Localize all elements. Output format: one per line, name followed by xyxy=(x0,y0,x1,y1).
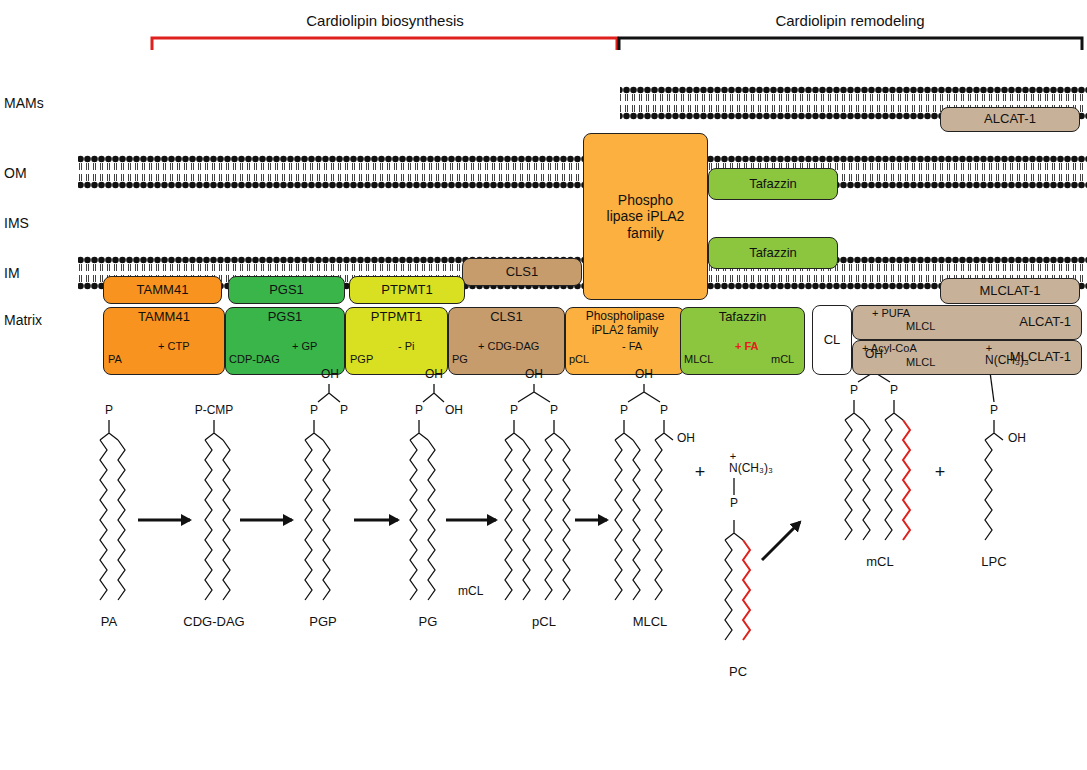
chem-label: OH xyxy=(321,368,339,382)
chem-label: OH xyxy=(1008,432,1026,446)
chem-label: mCL xyxy=(866,555,893,570)
chem-label: P xyxy=(105,404,113,418)
chem-label: PA xyxy=(108,353,122,366)
enzyme-name: PTPMT1 xyxy=(381,283,432,298)
chem-label: OH xyxy=(525,368,543,382)
chem-label: + PUFA xyxy=(872,307,910,320)
chem-label: P xyxy=(415,404,423,418)
chem-label: OH xyxy=(865,348,883,362)
enzyme-box: MLCLAT-1 xyxy=(940,278,1080,304)
chem-label: + xyxy=(935,462,946,483)
chem-label: + xyxy=(986,342,992,355)
chem-label: P xyxy=(850,384,858,398)
enzyme-name: CLS1 xyxy=(490,310,523,325)
chem-label: pCL xyxy=(532,615,556,630)
enzyme-name: CLS1 xyxy=(506,265,539,280)
chem-label: OH xyxy=(445,404,463,418)
enzyme-box: Tafazzin xyxy=(708,237,838,269)
chem-label: PA xyxy=(101,615,117,630)
chem-label: pCL xyxy=(569,353,589,366)
enzyme-name: ALCAT-1 xyxy=(984,112,1036,127)
chem-label: PGP xyxy=(309,615,336,630)
enzyme-name: TAMM41 xyxy=(137,283,189,298)
reaction-arrows xyxy=(138,520,800,560)
row-label: Matrix xyxy=(4,312,42,328)
row-label: OM xyxy=(4,165,27,181)
enzyme-name: TAMM41 xyxy=(138,310,190,325)
enzyme-box: ALCAT-1 xyxy=(940,107,1080,132)
chem-label: PGP xyxy=(350,353,373,366)
chem-label: + CDG-DAG xyxy=(478,340,539,353)
enzyme-box: Phospho lipase iPLA2 family xyxy=(583,133,708,300)
section-title: Cardiolipin remodeling xyxy=(775,12,924,29)
chem-label: PG xyxy=(452,353,468,366)
enzyme-box: Tafazzin xyxy=(708,168,838,200)
chem-label: P xyxy=(730,497,738,511)
chem-label: P xyxy=(660,404,668,418)
enzyme-box: PTPMT1 xyxy=(349,276,465,304)
row-label: IMS xyxy=(4,215,29,231)
chem-label: P-CMP xyxy=(195,404,234,418)
chem-label: mCL xyxy=(458,585,483,599)
enzyme-box: CL xyxy=(812,305,852,375)
chem-label: OH xyxy=(425,368,443,382)
bracket xyxy=(619,38,1082,50)
chem-label: MLCL xyxy=(906,356,935,369)
chem-label: CDG-DAG xyxy=(183,615,244,630)
chem-label: MLCL xyxy=(684,353,713,366)
chem-label: P xyxy=(990,404,998,418)
chem-label: P xyxy=(550,404,558,418)
chem-label: N(CH₃)₃ xyxy=(729,462,773,476)
enzyme-box: PGS1 xyxy=(228,276,345,304)
enzyme-name: MLCLAT-1 xyxy=(979,284,1040,299)
chem-label: mCL xyxy=(771,353,794,366)
enzyme-box: CLS1 xyxy=(462,258,582,286)
section-title: Cardiolipin biosynthesis xyxy=(306,12,464,29)
chem-label: MLCL xyxy=(906,320,935,333)
enzyme-name: PGS1 xyxy=(269,283,304,298)
chem-label: + CTP xyxy=(158,340,189,353)
chem-label: OH xyxy=(635,368,653,382)
enzyme-name: Tafazzin xyxy=(719,310,767,325)
chem-label: N(CH₃)₃ xyxy=(985,354,1029,368)
bracket xyxy=(152,38,617,50)
chem-label: P xyxy=(620,404,628,418)
chem-label: - FA xyxy=(622,340,642,353)
chem-label: + FA xyxy=(735,340,759,353)
chem-label: + GP xyxy=(292,340,317,353)
chem-label: LPC xyxy=(981,555,1006,570)
enzyme-box: TAMM41 xyxy=(103,276,222,304)
chem-label: PG xyxy=(419,615,438,630)
molecules xyxy=(100,364,1003,640)
row-label: MAMs xyxy=(4,95,44,111)
enzyme-name: PTPMT1 xyxy=(371,310,422,325)
chem-label: - Pi xyxy=(398,340,415,353)
enzyme-name: Phospholipase iPLA2 family xyxy=(571,310,679,338)
chem-label: + xyxy=(730,450,736,463)
chem-label: PC xyxy=(729,665,747,680)
enzyme-name: Tafazzin xyxy=(749,246,797,261)
enzyme-name: ALCAT-1 xyxy=(1019,315,1071,330)
chem-label: MLCL xyxy=(633,615,668,630)
enzyme-name: Phospho lipase iPLA2 family xyxy=(602,192,690,240)
chem-label: OH xyxy=(677,432,695,446)
enzyme-name: Tafazzin xyxy=(749,177,797,192)
chem-label: P xyxy=(340,404,348,418)
chem-label: + xyxy=(695,462,706,483)
chem-label: CDP-DAG xyxy=(229,353,280,366)
chem-label: P xyxy=(310,404,318,418)
chem-label: P xyxy=(890,384,898,398)
chem-label: P xyxy=(510,404,518,418)
row-label: IM xyxy=(4,265,20,281)
enzyme-name: PGS1 xyxy=(268,310,303,325)
enzyme-name: CL xyxy=(824,333,841,348)
